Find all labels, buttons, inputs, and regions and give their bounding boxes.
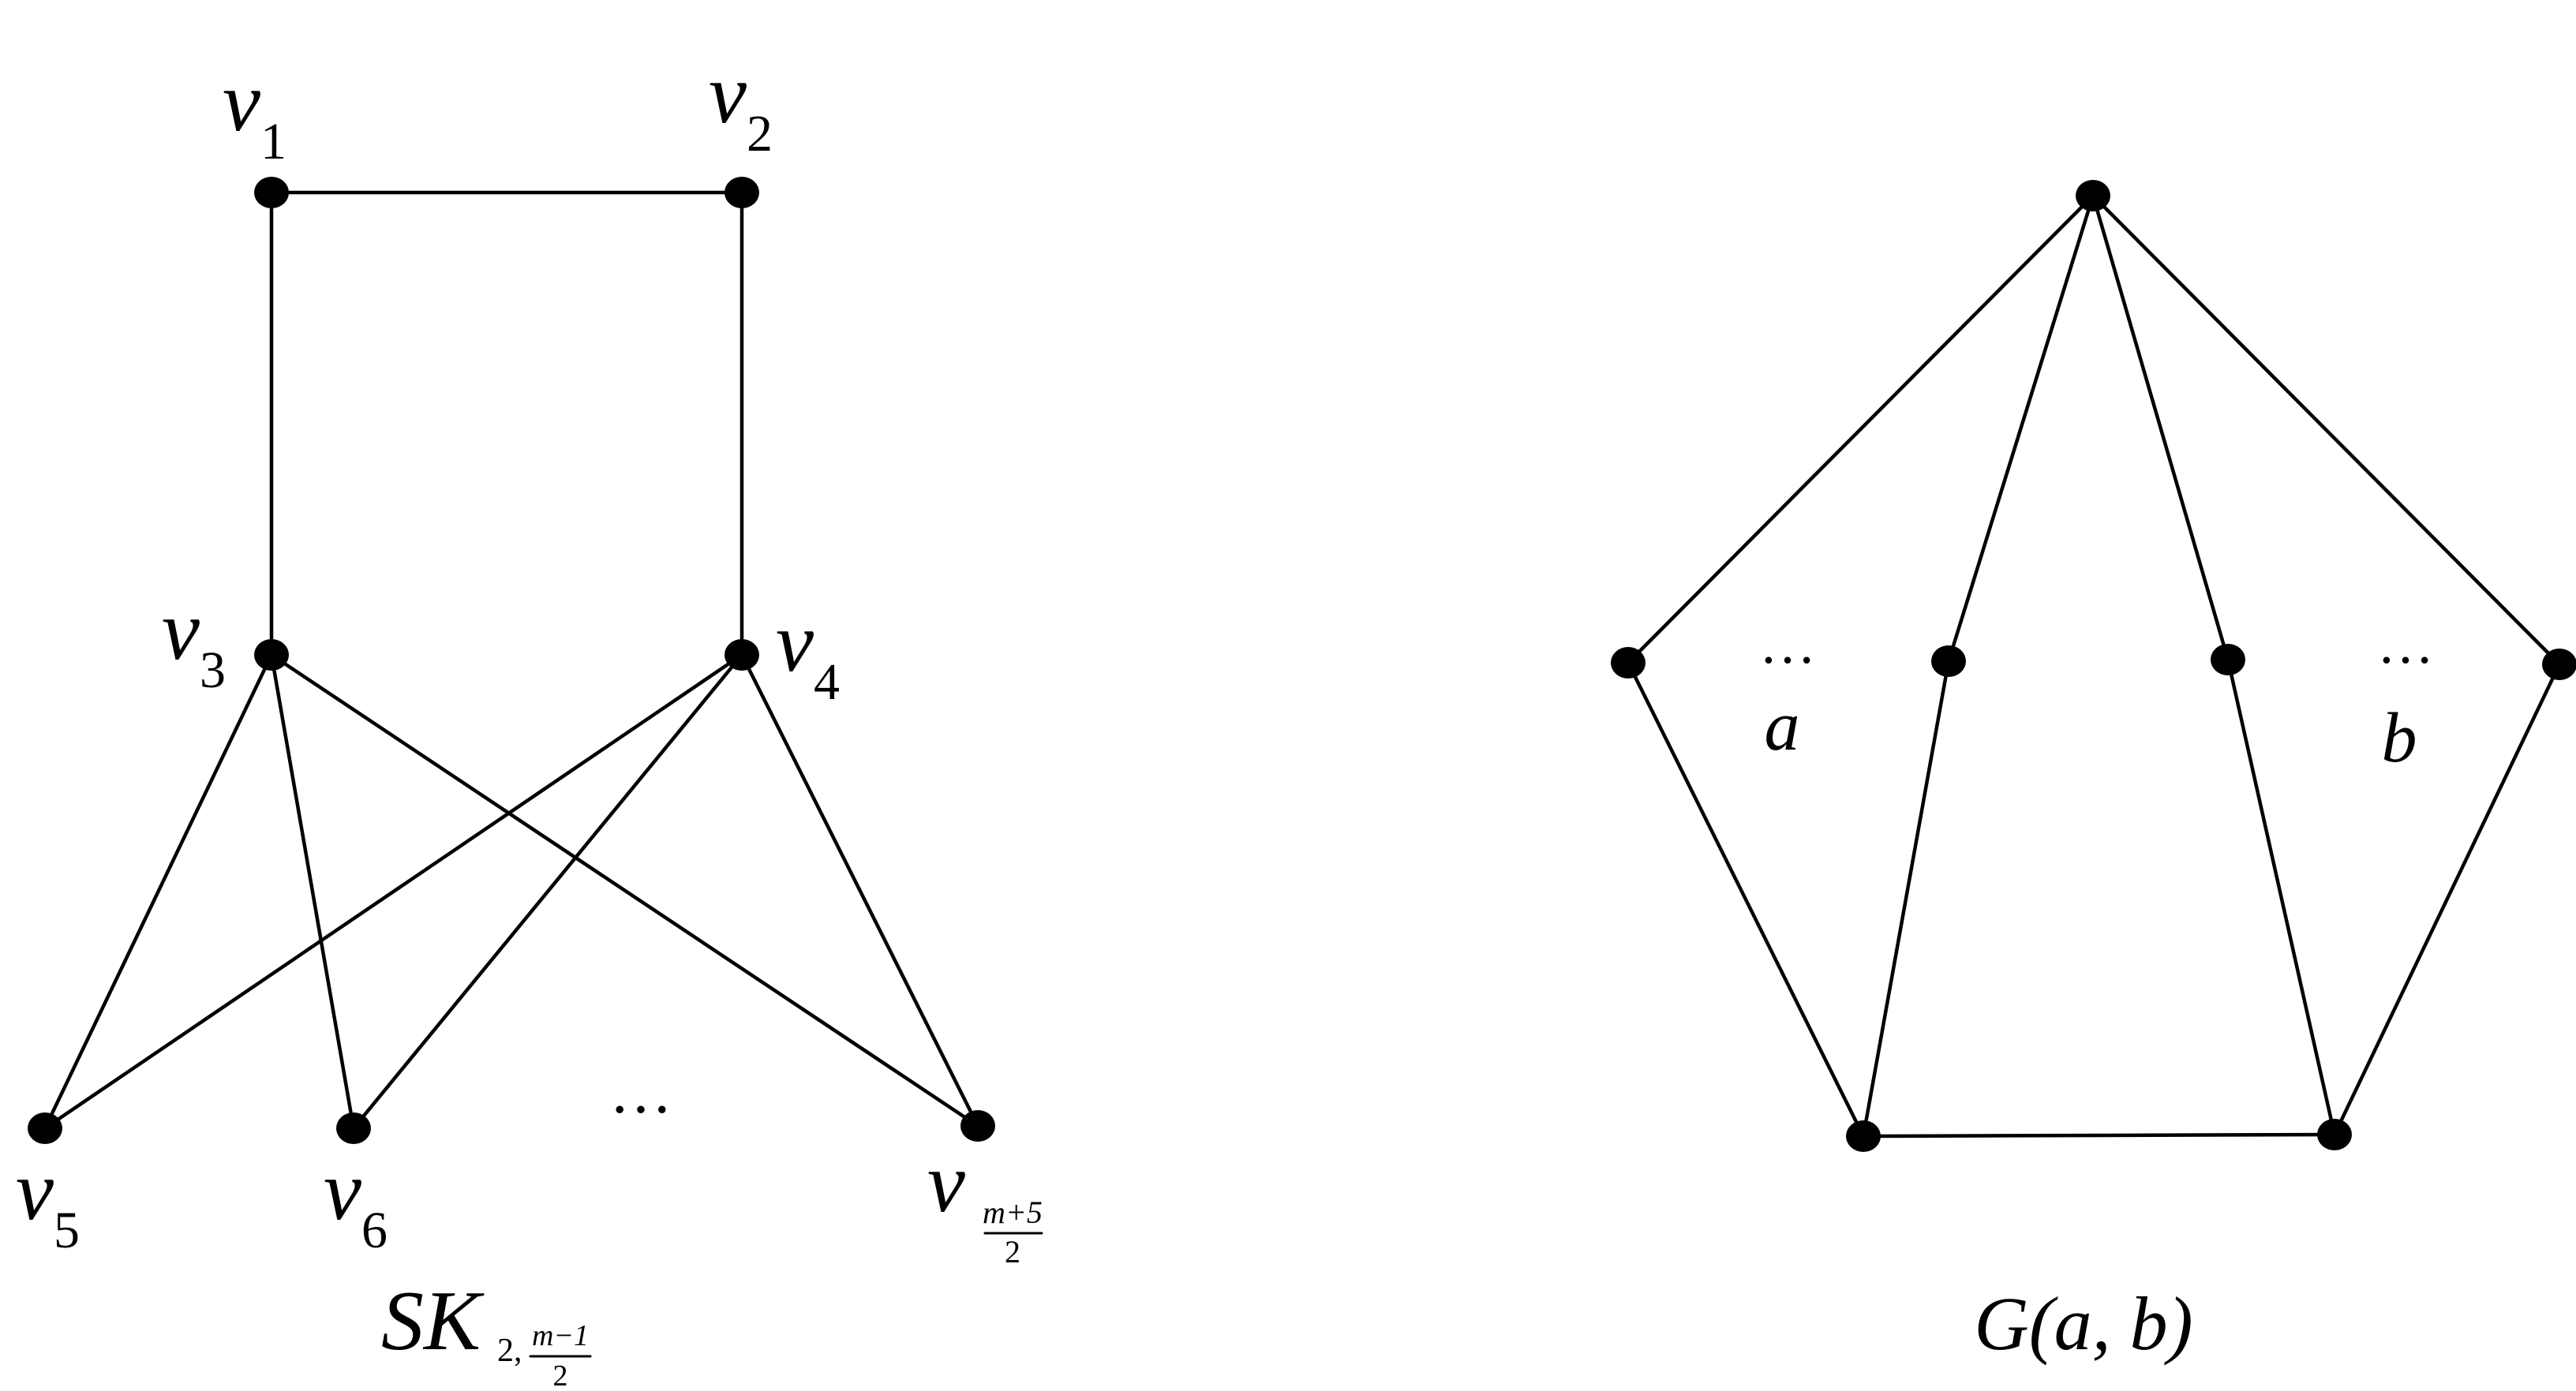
edge-v3-vlast (269, 652, 980, 1128)
graph-g-vertices (1611, 180, 2576, 1152)
vertex-v1 (254, 177, 289, 208)
vertex-bottom-right (2317, 1119, 2352, 1150)
label-vlast-num: m+5 (983, 1195, 1043, 1230)
label-v3: v3 (162, 584, 226, 699)
label-a: a (1765, 687, 1800, 765)
label-v6: v6 (324, 1144, 388, 1259)
graph-g-labels: … a … b (1759, 612, 2434, 777)
graph-sk-name: SK 2, m−1 2 (381, 1274, 592, 1391)
vertex-v2 (724, 177, 759, 208)
graph-g: … a … b G(a, b) (1611, 180, 2576, 1366)
label-v1: v1 (223, 55, 286, 170)
edge-inner-right-bottom-right (2226, 657, 2337, 1137)
label-vlast-letter: v (927, 1136, 965, 1230)
edge-top-inner-left (1946, 193, 2095, 664)
edge-v3-v5 (43, 652, 274, 1131)
edge-v3-v6 (269, 652, 356, 1131)
vertex-bottom-left (1846, 1120, 1881, 1152)
graph-sk-name-main: SK (381, 1274, 485, 1368)
edge-v4-v6 (351, 652, 744, 1131)
vertex-v4 (724, 639, 759, 671)
vertex-outer-left (1611, 647, 1646, 679)
edge-bottom (1861, 1132, 2337, 1139)
edge-v4-vlast (739, 652, 980, 1128)
edge-inner-left-bottom-left (1861, 659, 1951, 1139)
vertex-vlast (960, 1110, 995, 1142)
graph-g-edges (1626, 193, 2562, 1139)
label-vlast-den: 2 (1005, 1234, 1020, 1269)
vertex-top (2076, 180, 2110, 211)
label-v5: v5 (16, 1144, 80, 1259)
label-b: b (2382, 699, 2417, 777)
edge-top-inner-right (2091, 193, 2230, 662)
graph-sk: v1 v2 v3 v4 v5 v6 v m+5 2 … (16, 47, 1043, 1391)
edge-v4-v5 (43, 652, 744, 1131)
edge-top-outer-left (1626, 193, 2095, 665)
vertex-v6 (336, 1112, 371, 1144)
graph-sk-name-sub-int: 2, (497, 1333, 522, 1369)
edge-outer-right-bottom-right (2332, 662, 2562, 1137)
graph-sk-labels: v1 v2 v3 v4 v5 v6 v m+5 2 … (16, 47, 1043, 1269)
edge-outer-left-bottom-left (1626, 660, 1866, 1139)
vertex-v3 (254, 639, 289, 671)
label-v4: v4 (776, 596, 840, 711)
graph-sk-name-sub-num: m−1 (532, 1319, 589, 1352)
vertex-v5 (28, 1112, 62, 1144)
ellipsis-a: … (1759, 612, 1816, 675)
graph-sk-edges (43, 190, 980, 1131)
label-vlast: v m+5 2 (927, 1136, 1043, 1269)
ellipsis-b: … (2377, 612, 2434, 675)
vertex-inner-left (1931, 645, 1966, 677)
graph-sk-name-sub-den: 2 (553, 1359, 568, 1391)
label-v2: v2 (709, 47, 773, 163)
graph-sk-vertices (28, 177, 995, 1144)
edge-top-outer-right (2091, 193, 2562, 667)
vertex-outer-right (2542, 649, 2576, 680)
vertex-inner-right (2211, 644, 2245, 675)
ellipsis-left-graph: … (609, 1057, 672, 1127)
graph-g-name: G(a, b) (1974, 1281, 2192, 1366)
